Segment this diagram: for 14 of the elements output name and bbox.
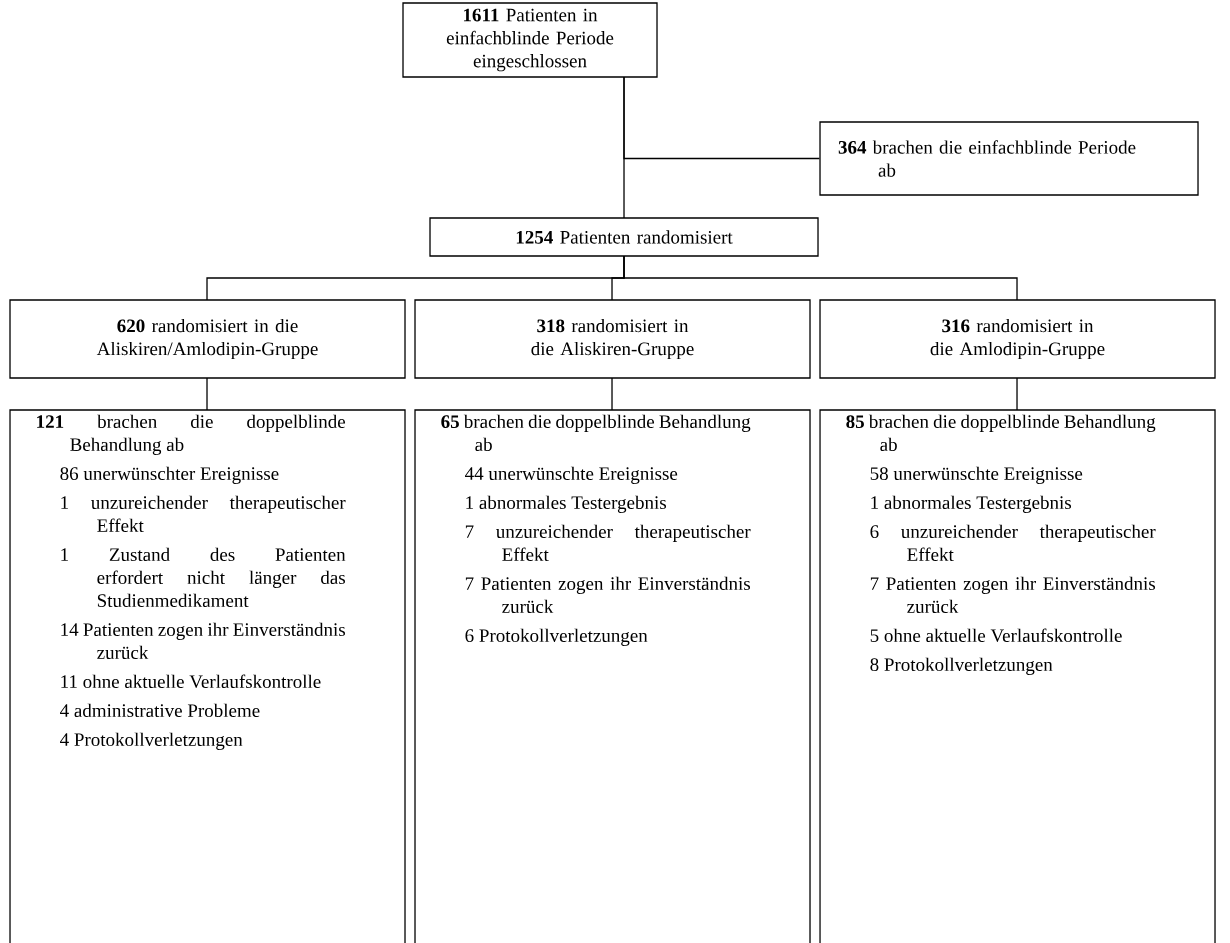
flow-box: 364 brachen die einfachblinde Periode ab bbox=[819, 121, 1199, 196]
flow-box: 620 randomisiert in die Aliskiren/Amlodipin-Gruppe bbox=[9, 299, 406, 379]
open-box: 85 brachen die doppelblinde Behandlung ab 58 unerwünschte Ereignisse 1 abnormales Testergebnis 6 unzureichender therapeutischer Effekt 7 Patienten zogen ihr Einverständnis zurück 5 ohne aktuelle Verlaufskontrolle 8 Protokollverletzungen bbox=[819, 409, 1216, 943]
open-box: 65 brachen die doppelblinde Behandlung ab 44 unerwünschte Ereignisse 1 abnormales Testergebnis 7 unzureichender therapeutischer Effekt 7 Patienten zogen ihr Einverständnis zurück 6 Protokollverletzungen bbox=[414, 409, 811, 943]
flow-box: 1254 Patienten randomisiert bbox=[429, 217, 819, 257]
connector-line bbox=[611, 377, 613, 411]
connector-line bbox=[1016, 377, 1018, 411]
flow-box: 1611 Patienten in einfachblinde Periode eingeschlossen bbox=[402, 2, 658, 78]
open-box: 121 brachen die doppelblinde Behandlung ab 86 unerwünschter Ereignisse 1 unzureichender therapeutischer Effekt 1 Zustand des Patienten erfordert nicht länger das Studienmedikament 14 Patienten zogen ihr Einverständnis zurück 11 ohne aktuelle Verlaufskontrolle 4 administrative Probleme 4 Protokollverletzungen bbox=[9, 409, 406, 943]
flow-box: 318 randomisiert in die Aliskiren-Gruppe bbox=[414, 299, 811, 379]
connector-line bbox=[206, 377, 208, 411]
connector-line bbox=[623, 255, 1018, 301]
connector-line bbox=[623, 76, 625, 219]
flow-box: 316 randomisiert in die Amlodipin-Gruppe bbox=[819, 299, 1216, 379]
